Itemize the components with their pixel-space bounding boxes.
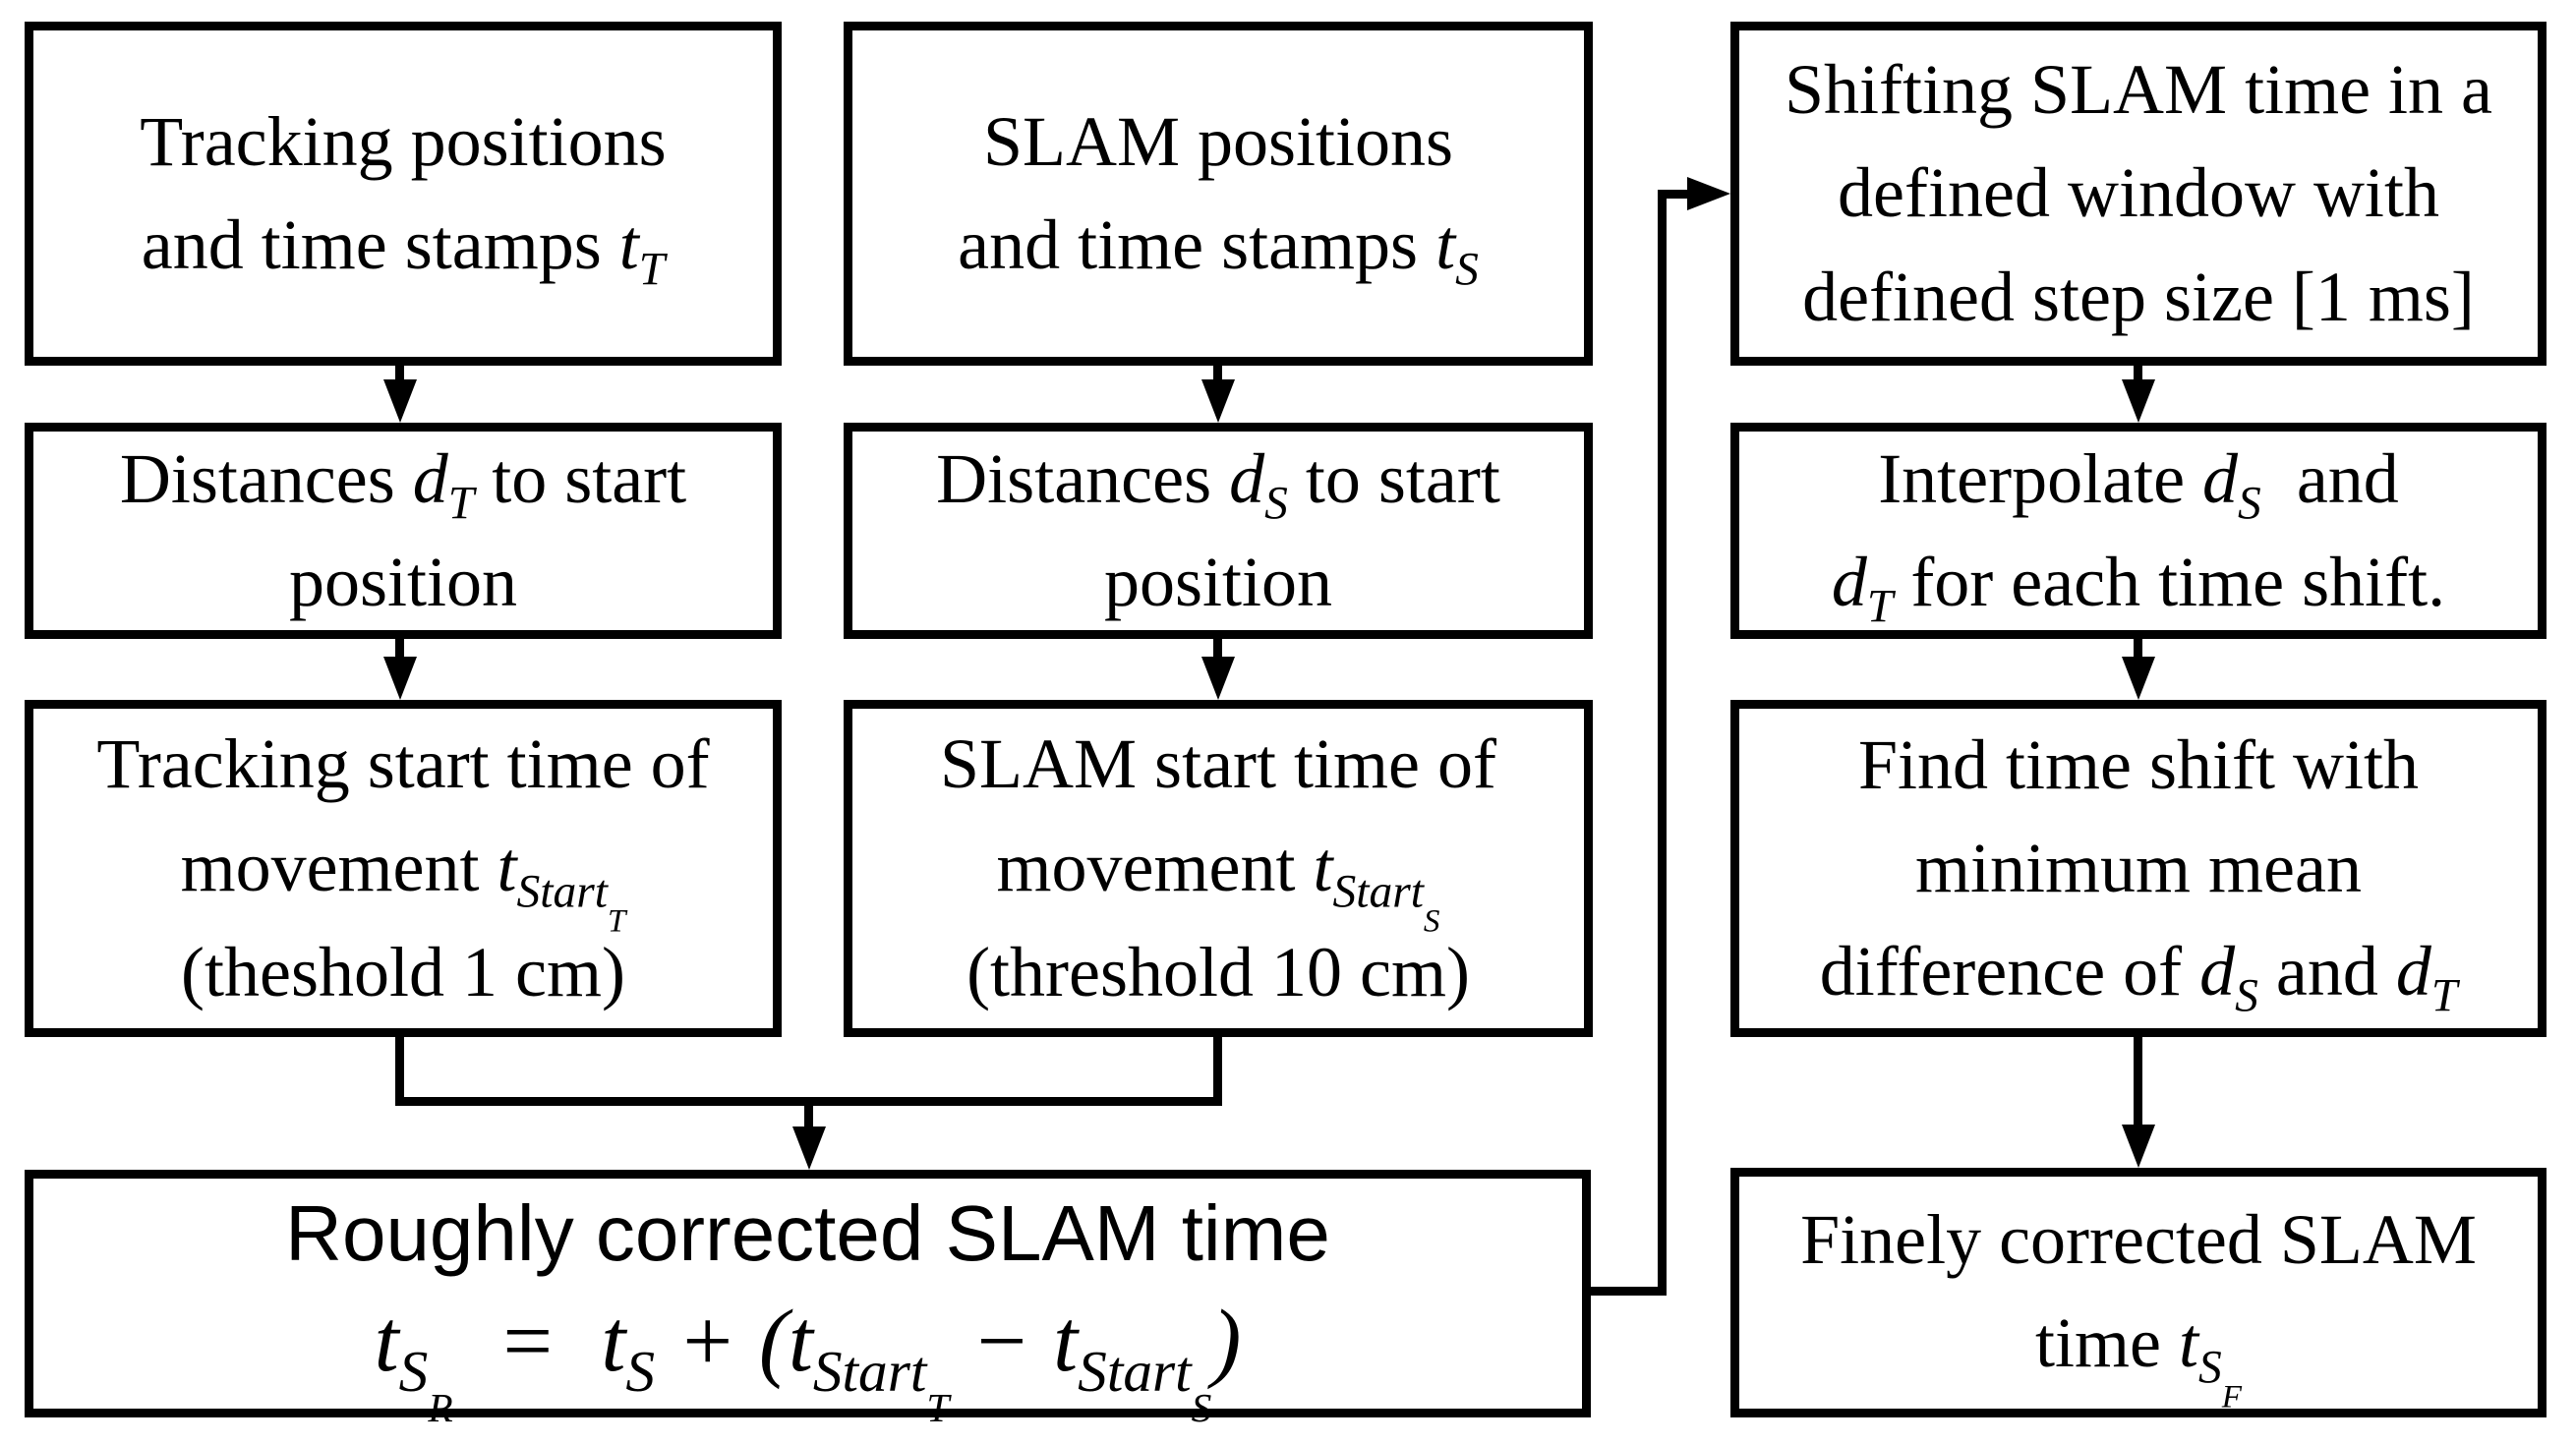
arrow-find-to-fine-shaft: [2134, 1036, 2142, 1130]
box-roughly-corrected-slam-time: Roughly corrected SLAM time tSR = tS + (t…: [25, 1170, 1591, 1430]
merge-right-drop-line: [1213, 1036, 1222, 1106]
arrow-interpolate-to-find-head: [2122, 657, 2155, 700]
box-text-line: Tracking positions: [140, 101, 667, 181]
rough-to-shifting-arrow-head: [1687, 177, 1730, 210]
arrow-find-to-fine-head: [2122, 1125, 2155, 1168]
box-text-line: Tracking start time of: [96, 723, 710, 803]
rough-to-shifting-top-segment: [1658, 190, 1697, 199]
box-text-line: movement tStartS: [996, 827, 1440, 940]
box-slam-positions: SLAM positions and time stamps tS: [844, 22, 1593, 366]
box-text-line: and time stamps tS: [958, 205, 1479, 296]
arrow-slam-distances-to-start-head: [1201, 657, 1235, 700]
box-text-line: defined window with: [1838, 153, 2439, 233]
rough-to-shifting-bottom-segment: [1583, 1287, 1667, 1296]
box-slam-distances: Distances dS to start position: [844, 423, 1593, 639]
box-find-time-shift: Find time shift with minimum mean differen…: [1730, 700, 2547, 1037]
box-slam-start-time: SLAM start time of movement tStartS(thres…: [844, 700, 1593, 1037]
box-text-line: Shifting SLAM time in a: [1785, 50, 2492, 130]
box-text-line: Distances dT to start: [119, 438, 687, 530]
merge-left-drop-line: [395, 1036, 404, 1106]
box-text-line: movement tStartT: [180, 827, 626, 940]
arrow-shifting-to-interpolate-head: [2122, 379, 2155, 423]
arrow-slam-positions-to-distances-head: [1201, 379, 1235, 423]
box-interpolate: Interpolate dS and dT for each time shift…: [1730, 423, 2547, 639]
box-text-line: Distances dS to start: [936, 438, 1500, 530]
arrow-slam-distances-to-start-shaft: [1213, 638, 1222, 660]
rough-to-shifting-vertical-segment: [1658, 190, 1667, 1296]
box-text-line: (threshold 10 cm): [966, 933, 1470, 1012]
box-text-line: position: [1103, 543, 1333, 621]
box-text-line: (theshold 1 cm): [181, 933, 625, 1012]
box-text-line: Finely corrected SLAM: [1800, 1199, 2477, 1279]
box-text-line: Find time shift with: [1857, 724, 2420, 804]
merge-to-rough-arrow-shaft: [804, 1101, 813, 1132]
box-text-line: defined step size [1 ms]: [1802, 257, 2475, 336]
box-text-line: time tSF: [2035, 1302, 2242, 1415]
box-text-line: and time stamps tT: [141, 205, 666, 296]
box-finely-corrected-slam-time: Finely corrected SLAM time tSF: [1730, 1168, 2547, 1417]
box-text-line: dT for each time shift.: [1831, 543, 2446, 633]
box-tracking-distances: Distances dT to start position: [25, 423, 782, 639]
box-text-line: SLAM positions: [982, 101, 1454, 181]
box-text-line: Interpolate dS and: [1878, 438, 2399, 530]
arrow-tracking-positions-to-distances-head: [383, 379, 417, 423]
box-text-line: minimum mean: [1915, 828, 2362, 907]
arrow-tracking-distances-to-start-head: [383, 657, 417, 700]
box-tracking-positions: Tracking positions and time stamps tT: [25, 22, 782, 366]
arrow-slam-positions-to-distances-shaft: [1213, 365, 1222, 384]
arrow-interpolate-to-find-shaft: [2134, 638, 2142, 660]
arrow-tracking-distances-to-start-shaft: [395, 638, 404, 660]
box-text-line: Roughly corrected SLAM time: [285, 1188, 1330, 1277]
box-shifting-slam-time: Shifting SLAM time in a defined window wi…: [1730, 22, 2547, 366]
arrow-shifting-to-interpolate-shaft: [2134, 365, 2142, 384]
box-tracking-start-time: Tracking start time of movement tStartT(t…: [25, 700, 782, 1037]
box-text-line: SLAM start time of: [940, 723, 1496, 803]
arrow-tracking-positions-to-distances-shaft: [395, 365, 404, 384]
merge-to-rough-arrow-head: [792, 1126, 826, 1170]
box-text-line: tSR = tS + (tStartT − tStartS): [374, 1292, 1242, 1430]
box-text-line: position: [288, 543, 518, 621]
box-text-line: difference of dS and dT: [1819, 932, 2458, 1022]
